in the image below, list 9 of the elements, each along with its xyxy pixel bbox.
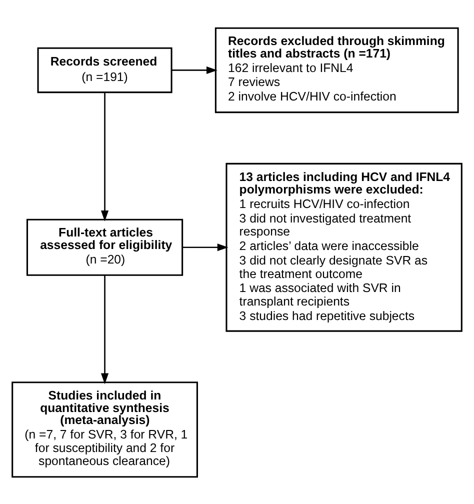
arrow — [100, 274, 109, 384]
arrow — [172, 66, 218, 74]
node-box: Records screened (n =191) — [37, 46, 172, 93]
node-box: Studies included in quantitative synthesis (meta-analysis) (n =7, 7 for SVR, 3 for RVR, 1 for susceptibility and 2 for spontaneous clearance) — [12, 381, 198, 478]
node-box: 13 articles including HCV and IFNL4 polymorphisms were excluded: 1 recruits HCV/HIV co-infection 3 did not investigated treatment response 2 articles’ data were inaccessible 3 did not clearly designate SVR as the treatment outcome 1 was associated with SVR in transplant recipients 3 studies had repetitive subjects — [226, 162, 462, 332]
node-box: Records excluded through skimming titles and abstracts (n =171) 162 irrelevant to IFNL4 7 reviews 2 involve HCV/HIV co-infection — [214, 26, 459, 113]
node-box: Full-text articles assessed for eligibility (n =20) — [26, 218, 184, 276]
arrow — [182, 243, 228, 251]
arrow — [100, 92, 109, 221]
